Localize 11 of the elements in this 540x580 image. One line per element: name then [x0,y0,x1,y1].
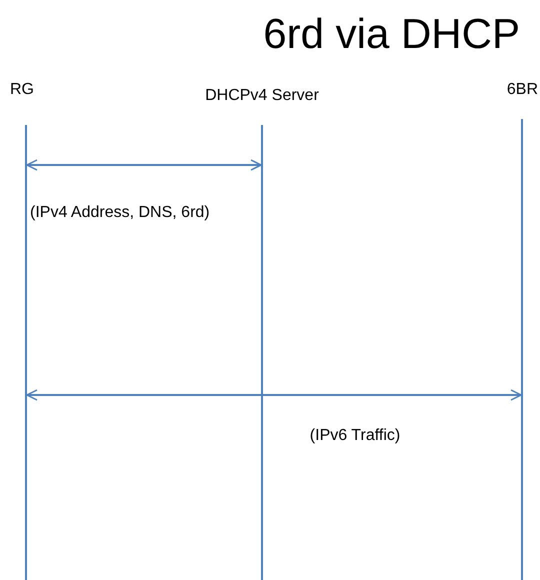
message-arrow [26,389,522,401]
edge-label: (IPv6 Traffic) [310,426,400,446]
lifeline [261,125,263,580]
lifeline [521,119,523,580]
edge-label: (IPv4 Address, DNS, 6rd) [30,203,210,223]
diagram-title: 6rd via DHCP [263,9,520,59]
participant-label: RG [10,80,34,100]
message-arrow [26,159,262,171]
participant-label: 6BR [506,80,538,100]
lifeline [25,125,27,580]
participant-label: DHCPv4 Server [205,86,319,106]
